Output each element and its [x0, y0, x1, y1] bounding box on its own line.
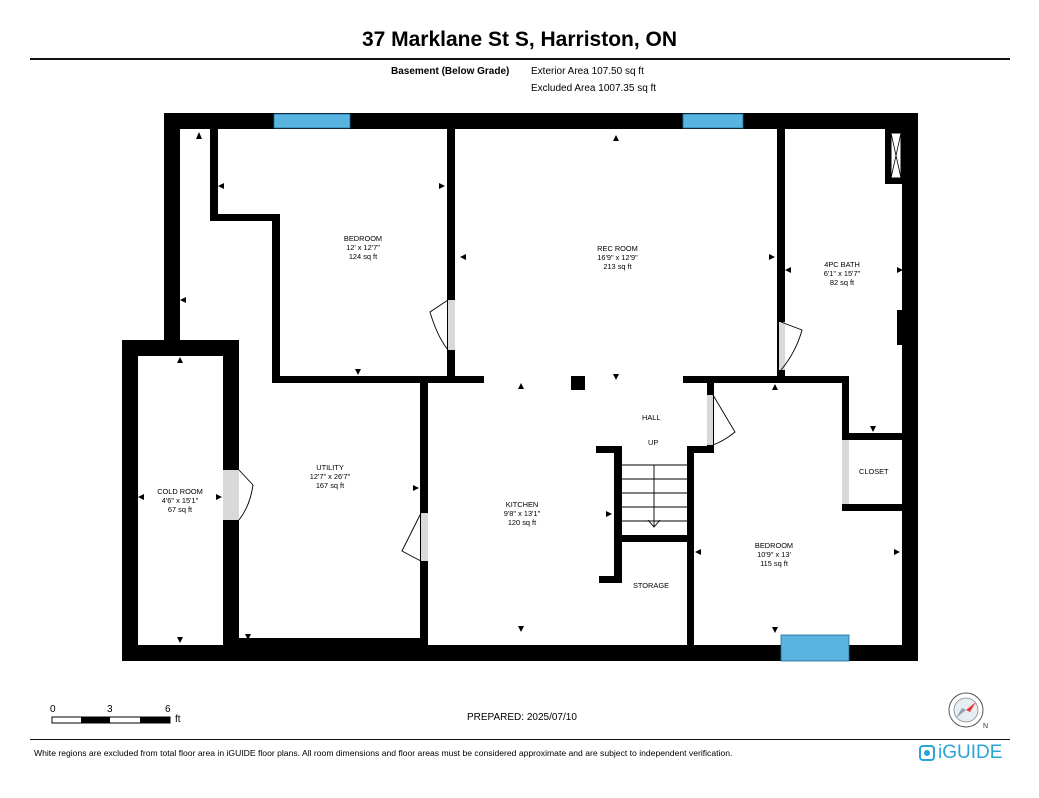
room-bedroom-2: BEDROOM 10'9" x 13' 115 sq ft	[744, 541, 804, 568]
room-dims: 6'1" x 15'7"	[823, 269, 861, 278]
room-dims: 9'8" x 13'1"	[503, 509, 541, 518]
room-dims: 12' x 12'7"	[346, 243, 380, 252]
room-name: BEDROOM	[343, 234, 383, 243]
staircase	[622, 464, 687, 528]
room-area: 115 sq ft	[760, 559, 788, 568]
room-area: 213 sq ft	[603, 262, 632, 271]
room-cold-room: COLD ROOM 4'6" x 15'1" 67 sq ft	[150, 487, 210, 514]
room-dims: 12'7" x 26'7"	[309, 472, 351, 481]
room-name: BEDROOM	[754, 541, 794, 550]
door-swings	[238, 299, 803, 562]
chimney	[890, 132, 902, 179]
bottom-rule	[30, 739, 1010, 740]
windows	[273, 113, 850, 662]
room-area: 82 sq ft	[829, 278, 855, 287]
room-dims: 4'6" x 15'1"	[161, 496, 199, 505]
scale-mark-6: 6	[165, 704, 171, 715]
room-closet: CLOSET	[859, 467, 889, 476]
room-storage: STORAGE	[633, 581, 670, 590]
prepared-date: PREPARED: 2025/07/10	[467, 712, 577, 723]
disclaimer: White regions are excluded from total fl…	[34, 748, 733, 758]
compass-icon: N	[948, 692, 988, 730]
room-name: REC ROOM	[597, 244, 638, 253]
room-name: COLD ROOM	[157, 487, 203, 496]
excluded-area: Excluded Area 1007.35 sq ft	[531, 83, 657, 94]
room-rec-room: REC ROOM 16'9" x 12'9" 213 sq ft	[585, 244, 650, 271]
room-utility: UTILITY 12'7" x 26'7" 167 sq ft	[300, 463, 360, 490]
room-dims: 10'9" x 13'	[757, 550, 791, 559]
room-bedroom-1: BEDROOM 12' x 12'7" 124 sq ft	[333, 234, 393, 261]
room-name: UTILITY	[316, 463, 344, 472]
room-name: 4PC BATH	[824, 260, 860, 269]
room-dims: 16'9" x 12'9"	[597, 253, 638, 262]
svg-text:N: N	[983, 723, 988, 730]
stair-up-label: UP	[648, 438, 659, 447]
scale-bar	[51, 716, 171, 724]
dimension-arrows	[138, 132, 903, 643]
room-hall: HALL	[642, 413, 661, 422]
level-label: Basement (Below Grade)	[391, 66, 510, 77]
room-name: KITCHEN	[505, 500, 539, 509]
scale-mark-3: 3	[107, 704, 113, 715]
scale-mark-0: 0	[50, 704, 56, 715]
iguide-logo-icon	[919, 745, 935, 761]
door-openings	[223, 300, 849, 561]
room-bath: 4PC BATH 6'1" x 15'7" 82 sq ft	[812, 260, 872, 287]
brand-name: iGUIDE	[938, 742, 1003, 763]
page-title: 37 Marklane St S, Harriston, ON	[361, 28, 678, 51]
room-kitchen: KITCHEN 9'8" x 13'1" 120 sq ft	[492, 500, 552, 527]
exterior-area: Exterior Area 107.50 sq ft	[531, 66, 644, 77]
scale-unit: ft	[175, 714, 181, 725]
room-area: 167 sq ft	[315, 481, 345, 490]
room-area: 67 sq ft	[167, 505, 193, 514]
room-area: 120 sq ft	[507, 518, 537, 527]
top-rule	[30, 58, 1010, 60]
room-area: 124 sq ft	[348, 252, 378, 261]
